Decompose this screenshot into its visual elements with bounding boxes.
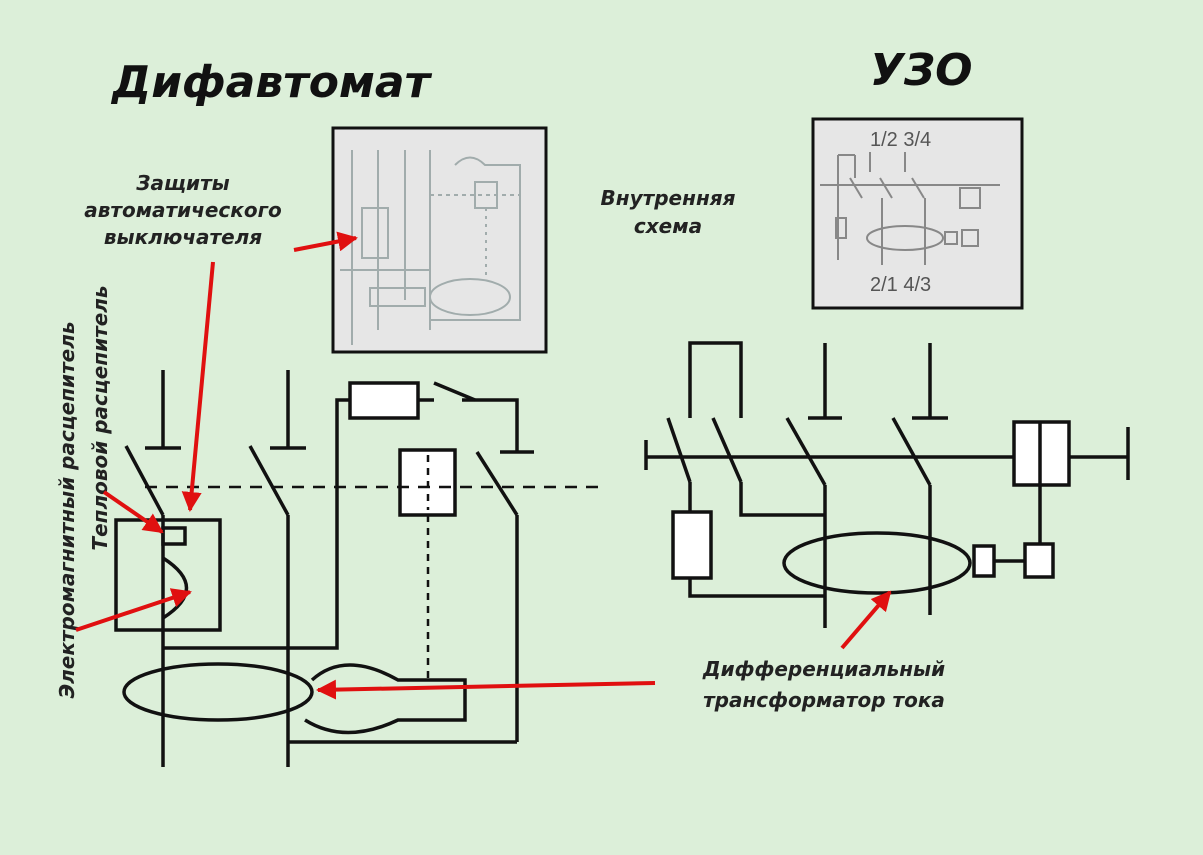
label-diff-transformer-line2: трансформатор тока	[703, 688, 945, 712]
arrow-em-release	[75, 588, 192, 632]
title-uzo: УЗО	[870, 45, 973, 96]
label-protection-line3: выключателя	[104, 225, 262, 249]
uzo-circuit	[644, 341, 1130, 628]
label-protection-line2: автоматического	[84, 198, 282, 222]
inset-difavtomat-schematic	[331, 126, 548, 354]
uzo-top-terminals: 1/2 3/4	[870, 129, 931, 151]
label-diff-transformer-line1: Дифференциальный	[702, 657, 945, 681]
label-thermal-release: Тепловой расцепитель	[88, 285, 112, 550]
arrow-protection-to-inset	[293, 231, 358, 252]
inset-uzo-schematic: 1/2 3/4 2/1 4/3	[811, 117, 1024, 310]
label-protection-line1: Защиты	[135, 171, 230, 195]
uzo-bottom-terminals: 2/1 4/3	[870, 274, 931, 296]
difavtomat-circuit	[114, 370, 534, 767]
arrow-diff-left	[316, 679, 656, 700]
arrow-thermal-release	[102, 490, 164, 534]
label-internal-line2: схема	[634, 214, 702, 238]
label-em-release: Электромагнитный расцепитель	[55, 321, 79, 698]
arrow-protection-to-thermal	[181, 261, 215, 512]
title-difavtomat: Дифавтомат	[110, 57, 433, 108]
label-internal-line1: Внутренняя	[601, 186, 736, 210]
label-protection: Защиты автоматического выключателя	[84, 171, 282, 249]
arrow-diff-right	[840, 590, 892, 650]
dashed-links-left	[145, 455, 600, 680]
annotation-arrows	[75, 231, 892, 700]
